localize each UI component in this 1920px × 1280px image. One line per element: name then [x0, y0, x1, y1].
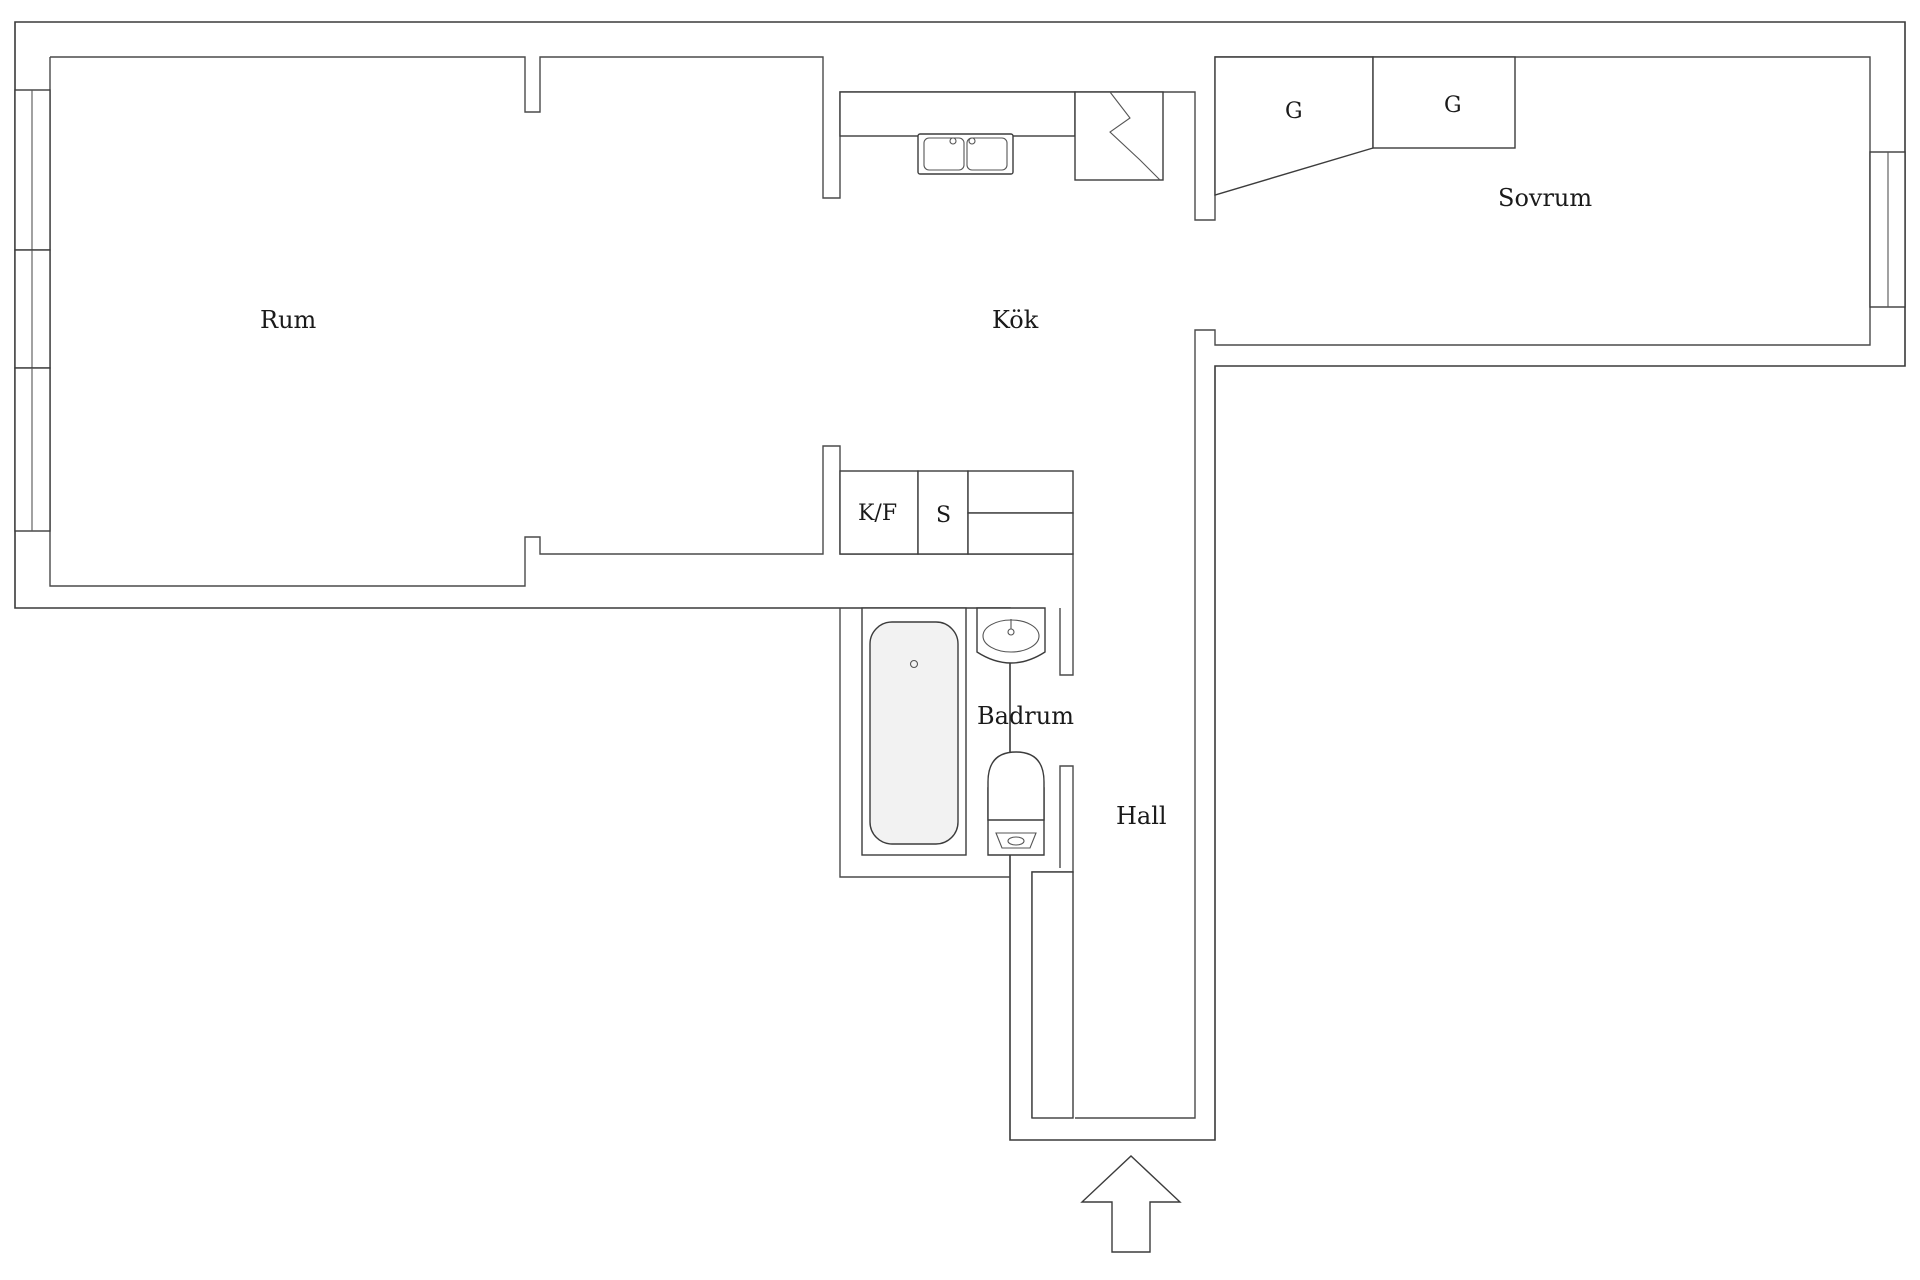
bathroom-fixtures	[861, 607, 1046, 856]
label-badrum: Badrum	[977, 702, 1074, 730]
label-rum: Rum	[260, 306, 317, 334]
counter-unit	[967, 470, 1074, 514]
bathtub-icon	[861, 607, 967, 856]
windows-left	[14, 89, 51, 532]
entrance-arrow-icon	[1080, 1155, 1182, 1253]
inner-wall-top-zone	[50, 56, 1871, 1119]
toilet-icon	[987, 751, 1045, 856]
kitchen-counter	[839, 91, 1164, 181]
windows-right	[1869, 151, 1906, 308]
double-sink-icon	[917, 133, 1014, 175]
storage-unit	[917, 470, 969, 555]
counter-top	[839, 91, 1076, 137]
outer-walls	[14, 21, 1906, 1141]
counter-unit-lower	[967, 512, 1074, 555]
kitchen-units	[839, 470, 1074, 555]
bedroom-wardrobes	[1214, 56, 1516, 196]
label-fridge-freezer: K/F	[858, 501, 897, 526]
label-wardrobe-1: G	[1285, 99, 1303, 124]
inner-wall-bottom-zone	[49, 57, 1074, 676]
washbasin-icon	[976, 607, 1046, 664]
label-kok: Kök	[992, 306, 1039, 334]
hall-wardrobe	[1031, 871, 1074, 1119]
label-sovrum: Sovrum	[1498, 184, 1592, 212]
outer-wall-outline	[14, 21, 1906, 1141]
inner-wall-bath	[839, 608, 1010, 878]
wardrobe-2	[1372, 56, 1516, 149]
hall-closet	[1031, 871, 1074, 1119]
stove-icon	[1074, 91, 1164, 181]
fridge-freezer-unit	[839, 470, 919, 555]
label-hall: Hall	[1116, 802, 1167, 830]
label-storage: S	[936, 503, 951, 528]
label-wardrobe-2: G	[1444, 93, 1462, 118]
